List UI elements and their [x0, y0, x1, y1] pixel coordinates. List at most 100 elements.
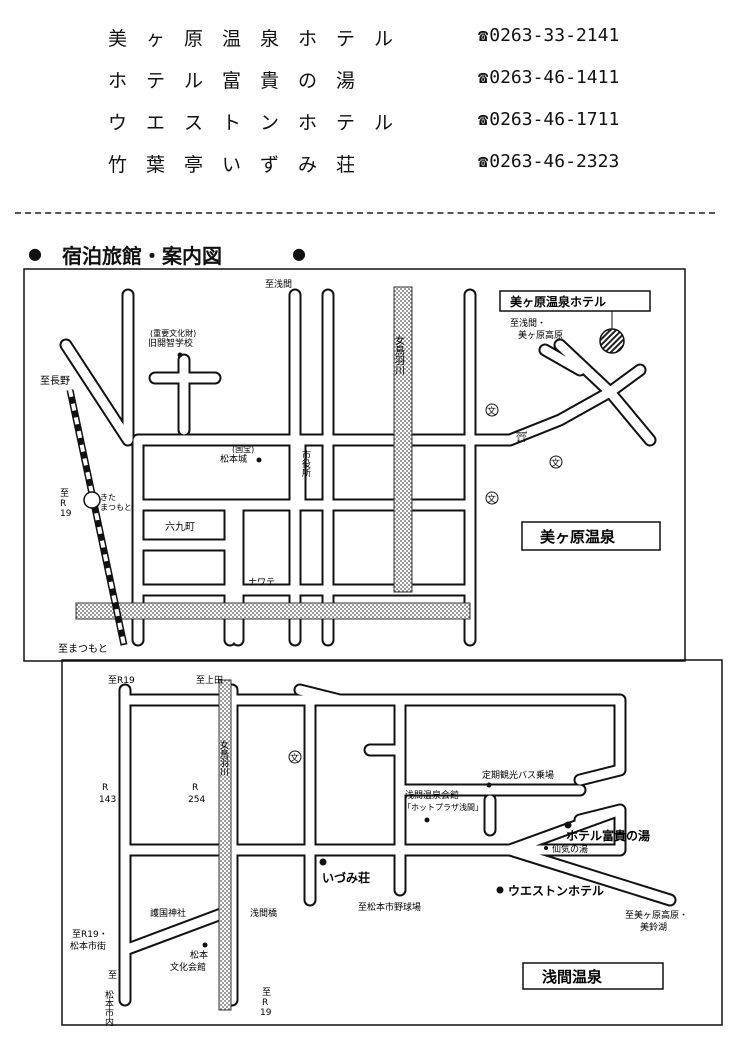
station-marker — [83, 491, 101, 509]
roads-fill — [120, 685, 675, 1005]
label-to: 至 — [108, 970, 117, 981]
phone-number: 0263-46-2323 — [489, 151, 620, 172]
label-hotplaza: 「ホットプラザ浅間」 — [403, 802, 483, 812]
label-river: 女鳥羽川 — [393, 334, 405, 375]
label-fukinoyu: ホテル富貴の湯 — [566, 828, 650, 843]
map-utsukushigahara: 至浅間 至長野 至 R 19 至まつもと (重要文化財) 旧開智学校 (国宝) … — [23, 268, 686, 662]
railway-ties — [68, 389, 126, 646]
label-r: R — [102, 783, 108, 793]
label-bunka-b: 文化会館 — [170, 961, 206, 973]
divider — [15, 212, 715, 214]
label-to-utsukushi-b: 美鈴湖 — [640, 921, 667, 933]
label-castle-note: (国宝) — [232, 444, 254, 454]
label-to-r19-city-b: 松本市街 — [70, 940, 106, 952]
label-hotel: 美ヶ原温泉ホテル — [510, 294, 606, 309]
poi-dot — [256, 457, 262, 463]
label-r143: 143 — [99, 795, 116, 805]
label-to-ueda: 至上田 — [196, 675, 223, 686]
label-to-utsukushi-a: 至浅間・ — [510, 317, 546, 329]
label-senkinoyu: 仙気の湯 — [552, 843, 588, 855]
label-stadium: 至松本市野球場 — [358, 901, 421, 913]
hotel-phone: ☎0263-46-1411 — [478, 67, 619, 88]
phone-number: 0263-46-1411 — [489, 67, 620, 88]
label-rokukucho: 六九町 — [165, 521, 195, 533]
school-symbol: 文 — [487, 405, 496, 417]
label-to-nagano: 至長野 — [40, 375, 70, 387]
school-icon — [288, 750, 302, 764]
label-to-matsumoto: 至まつもと — [58, 643, 108, 655]
label-weston: ウエストンホテル — [508, 884, 604, 898]
label-to: 至 — [60, 488, 69, 499]
label-onsen: 浅間温泉 — [542, 968, 603, 986]
river — [218, 679, 232, 1011]
poi-dot — [544, 846, 548, 850]
hotel-phone: ☎0263-46-1711 — [478, 109, 619, 130]
phone-icon: ☎ — [478, 26, 489, 46]
hotel-name: ホテル富貴の湯 — [108, 70, 375, 92]
poi-dot — [319, 858, 327, 866]
poi-dot — [177, 352, 183, 358]
label-r254: 254 — [188, 795, 205, 805]
roads-fill — [61, 290, 655, 645]
label-matsumoto: まつもと — [100, 503, 132, 512]
shrine-icon: ⛩ — [515, 431, 528, 443]
label-bus: 定期観光バス乗場 — [482, 769, 554, 781]
section-title: 宿泊旅館・案内図 — [62, 244, 222, 268]
school-icon — [549, 455, 563, 469]
poi-dot — [564, 821, 572, 829]
onsen-label-box — [522, 962, 664, 990]
onsen-label-box — [521, 521, 661, 551]
label-kaikan: 浅間温泉会館 — [405, 789, 459, 801]
label-r: R — [262, 998, 268, 1008]
label-r19: 19 — [260, 1008, 272, 1018]
hotel-label-box — [499, 290, 651, 312]
label-to-utsukushi-b: 美ヶ原高原 — [518, 329, 563, 341]
hotel-row: ホテル富貴の湯 ☎0263-46-1411 — [0, 64, 736, 94]
label-river: 女鳥羽川 — [218, 739, 229, 776]
label-gokoku: 護国神社 — [150, 907, 186, 919]
phone-icon: ☎ — [478, 68, 489, 88]
phone-icon: ☎ — [478, 110, 489, 130]
label-to-utsukushi-a: 至美ヶ原高原・ — [625, 909, 688, 921]
map-asama: 文 至R19 至上田 女鳥羽川 R 143 R 254 浅間温泉会館 「ホットプ… — [61, 659, 723, 1027]
poi-dot — [486, 782, 492, 788]
dotted-road — [75, 602, 471, 620]
label-onsen: 美ヶ原温泉 — [540, 528, 616, 546]
label-bunka-a: 松本 — [190, 949, 208, 961]
phone-number: 0263-33-2141 — [489, 25, 620, 46]
label-to-city: 松本市内 — [103, 989, 114, 1027]
hotel-phone: ☎0263-33-2141 — [478, 25, 619, 46]
map-frame — [61, 659, 723, 1026]
school-icon — [485, 403, 499, 417]
hotel-phone: ☎0263-46-2323 — [478, 151, 619, 172]
label-kaichi-note: (重要文化財) — [150, 328, 196, 338]
label-to-r19: 至R19 — [108, 675, 135, 686]
label-to: 至 — [262, 987, 271, 998]
hotel-location-marker — [599, 328, 625, 354]
label-r: R — [192, 783, 198, 793]
label-nawate: ナワテ — [248, 577, 275, 588]
school-symbol: 文 — [551, 457, 560, 469]
hotel-name: 美ヶ原温泉ホテル — [108, 28, 413, 50]
bullet-icon: ● — [292, 244, 306, 263]
label-izumiso: いづみ荘 — [322, 870, 370, 885]
school-icon — [485, 491, 499, 505]
label-castle: 松本城 — [220, 453, 247, 465]
phone-icon: ☎ — [478, 152, 489, 172]
poi-dot — [202, 942, 208, 948]
hotel-row: 美ヶ原温泉ホテル ☎0263-33-2141 — [0, 22, 736, 52]
river — [393, 286, 413, 593]
label-asamabashi: 浅間橋 — [250, 907, 277, 919]
map-frame — [23, 268, 686, 662]
label-to-asama: 至浅間 — [265, 278, 292, 290]
label-r19: 19 — [60, 509, 72, 519]
label-to-r19-city-a: 至R19・ — [72, 929, 108, 940]
school-symbol: 文 — [290, 752, 299, 764]
poi-dot — [424, 817, 430, 823]
school-symbol: 文 — [487, 493, 496, 505]
hotel-row: ウエストンホテル ☎0263-46-1711 — [0, 106, 736, 136]
phone-number: 0263-46-1711 — [489, 109, 620, 130]
label-kaichi: 旧開智学校 — [148, 337, 193, 349]
poi-dot — [496, 886, 504, 894]
label-kita: きた — [100, 493, 116, 502]
